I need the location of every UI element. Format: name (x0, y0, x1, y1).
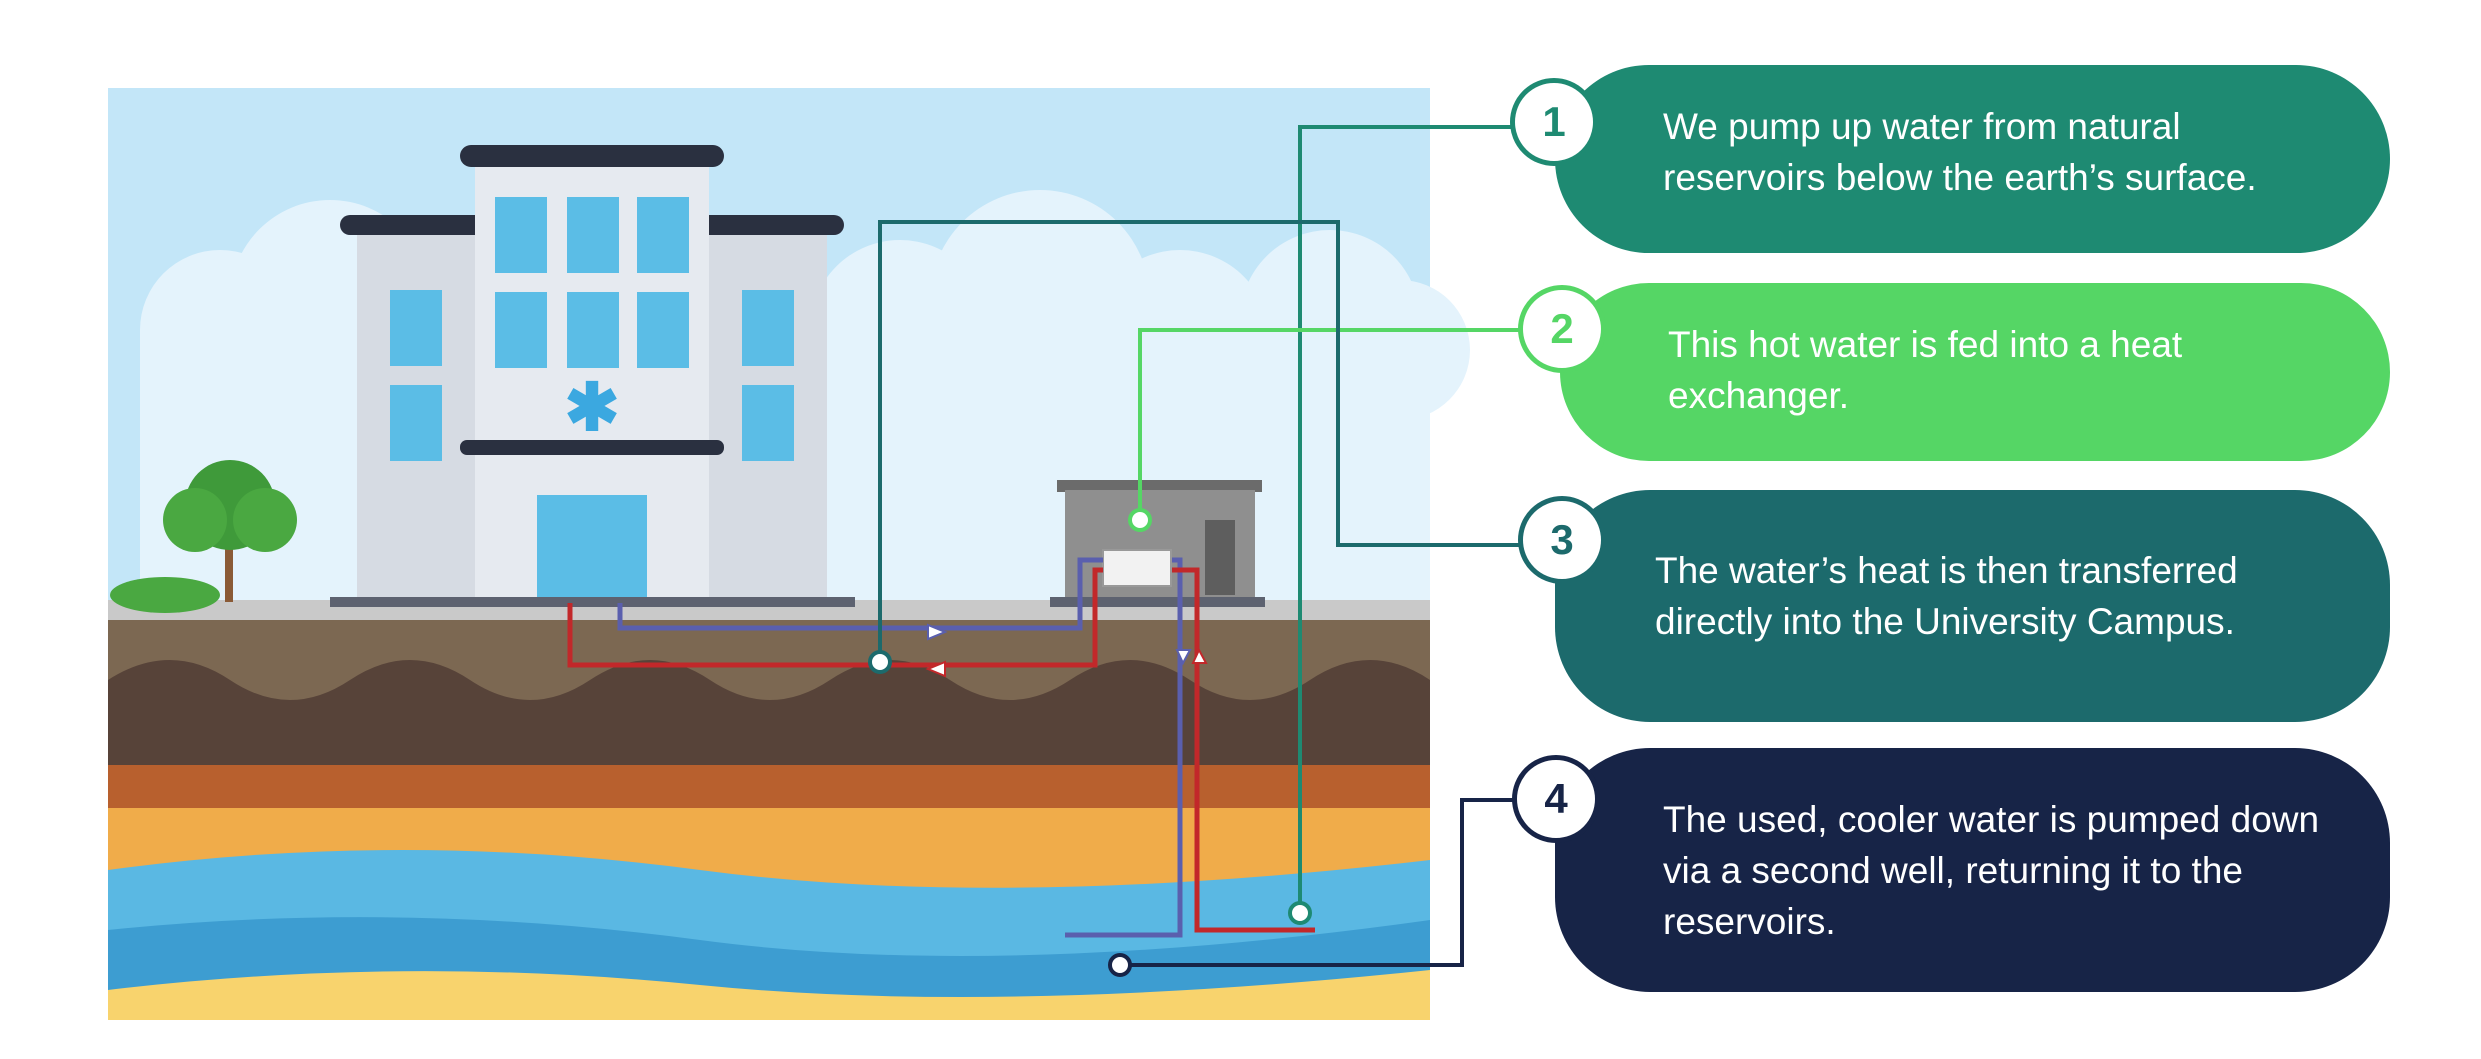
tree (110, 460, 297, 613)
leader-dot-1 (1288, 901, 1312, 925)
step-card-2: This hot water is fed into a heat exchan… (1560, 283, 2390, 461)
leader-line-4 (1120, 798, 1520, 967)
leader-line-2 (1138, 328, 1525, 520)
step-card-3: The water’s heat is then transferred dir… (1555, 490, 2390, 722)
leader-dot-4 (1108, 953, 1132, 977)
leader-line-1 (1298, 125, 1520, 913)
leader-line-3 (878, 220, 1525, 662)
step-badge-2: 2 (1518, 285, 1606, 373)
step-card-4: The used, cooler water is pumped down vi… (1555, 748, 2390, 992)
step-card-1: We pump up water from natural reservoirs… (1555, 65, 2390, 253)
step-badge-1: 1 (1510, 78, 1598, 166)
hot-pipe (567, 567, 1103, 668)
leader-dot-2 (1128, 508, 1152, 532)
step-text-4: The used, cooler water is pumped down vi… (1663, 799, 2320, 942)
bedrock (108, 970, 1430, 1020)
step-text-3: The water’s heat is then transferred dir… (1655, 550, 2238, 642)
pipes (567, 557, 1315, 938)
clay-layer (108, 765, 1430, 810)
asterisk-medical-icon: ✱ (564, 370, 619, 444)
step-text-2: This hot water is fed into a heat exchan… (1668, 324, 2183, 416)
step-badge-3: 3 (1518, 496, 1606, 584)
step-badge-4: 4 (1512, 755, 1600, 843)
hospital-building: ✱ (330, 145, 855, 607)
step-text-1: We pump up water from natural reservoirs… (1663, 106, 2257, 198)
leader-dot-3 (868, 650, 892, 674)
cold-pipe (617, 557, 1103, 631)
soil-wave (108, 660, 1430, 770)
